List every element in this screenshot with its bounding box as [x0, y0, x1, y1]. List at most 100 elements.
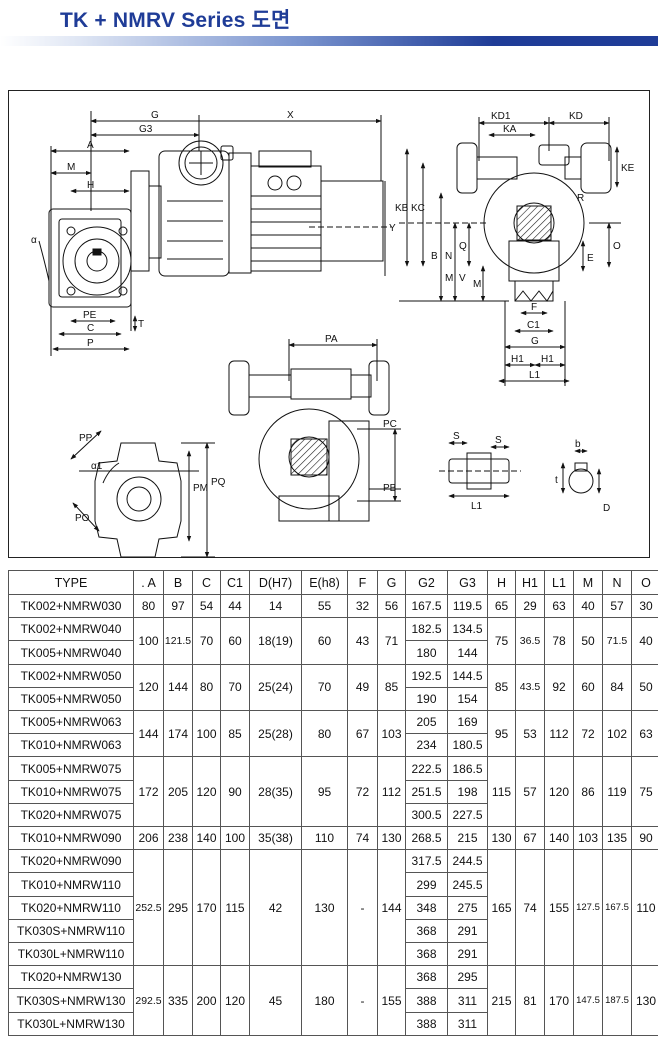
cell-g3: 295 — [447, 965, 488, 990]
cell-n: 57 — [602, 593, 632, 619]
cell-g2: 299 — [405, 872, 448, 897]
cell-type: TK010+NMRW063 — [8, 733, 134, 758]
cell-g: 144 — [377, 849, 406, 967]
label-q: Q — [459, 241, 467, 252]
cell-g2: 388 — [405, 1011, 448, 1037]
cell-h: 95 — [487, 710, 516, 758]
label-r: R — [577, 193, 584, 204]
cell-b: 174 — [163, 710, 193, 758]
cell-e: 110 — [301, 826, 348, 851]
cell-g2: 190 — [405, 686, 448, 712]
technical-drawing: G G3 X A M H α PE C P T Y KD1 KD KA KE K… — [8, 90, 650, 558]
cell-g2: 234 — [405, 733, 448, 758]
cell-o: 110 — [631, 849, 658, 967]
cell-m: 103 — [573, 826, 603, 851]
cell-b: 144 — [163, 663, 193, 712]
cell-l1: 92 — [544, 663, 574, 712]
label-c: C — [87, 323, 94, 334]
cell-type: TK020+NMRW090 — [8, 849, 134, 874]
header-accent-bar — [0, 36, 658, 46]
cell-g3: 275 — [447, 895, 488, 920]
cell-g3: 144 — [447, 640, 488, 665]
cell-m: 127.5 — [573, 849, 603, 967]
label-g: G — [151, 110, 159, 121]
cell-g3: 198 — [447, 779, 488, 804]
cell-c: 120 — [192, 756, 221, 828]
cell-type: TK030L+NMRW130 — [8, 1011, 134, 1037]
label-a: A — [87, 140, 94, 151]
header-col: N — [602, 570, 632, 595]
cell-a: 100 — [133, 617, 164, 665]
cell-g2: 251.5 — [405, 779, 448, 804]
cell-g3: 227.5 — [447, 802, 488, 828]
label-p: P — [87, 338, 94, 349]
cell-h1: 36.5 — [515, 617, 545, 665]
cell-g3: 119.5 — [447, 593, 488, 619]
cell-f: 67 — [347, 710, 378, 758]
cell-c: 100 — [192, 710, 221, 758]
label-s-right: S — [495, 435, 502, 446]
cell-type: TK010+NMRW075 — [8, 779, 134, 804]
cell-c1: 70 — [220, 663, 250, 712]
cell-m: 72 — [573, 710, 603, 758]
header-col: C1 — [220, 570, 250, 595]
cell-e: 95 — [301, 756, 348, 828]
label-ke: KE — [621, 163, 635, 174]
label-b-key: b — [575, 439, 581, 450]
cell-h: 130 — [487, 826, 516, 851]
cell-m: 86 — [573, 756, 603, 828]
cell-g3: 215 — [447, 826, 488, 851]
header-col: L1 — [544, 570, 574, 595]
cell-g: 103 — [377, 710, 406, 758]
cell-a: 292.5 — [133, 965, 164, 1036]
cell-o: 40 — [631, 617, 658, 665]
header-col: C — [192, 570, 221, 595]
label-b: B — [431, 251, 438, 262]
label-s-left: S — [453, 431, 460, 442]
cell-m: 50 — [573, 617, 603, 665]
cell-g2: 368 — [405, 942, 448, 967]
cell-o: 75 — [631, 756, 658, 828]
cell-type: TK010+NMRW110 — [8, 872, 134, 897]
cell-g3: 134.5 — [447, 617, 488, 642]
cell-f: 43 — [347, 617, 378, 665]
cell-b: 97 — [163, 593, 193, 619]
cell-l1: 170 — [544, 965, 574, 1036]
header-col: . A — [133, 570, 164, 595]
cell-o: 63 — [631, 710, 658, 758]
cell-l1: 112 — [544, 710, 574, 758]
cell-c1: 85 — [220, 710, 250, 758]
cell-l1: 140 — [544, 826, 574, 851]
cell-e: 55 — [301, 593, 348, 619]
cell-f: 74 — [347, 826, 378, 851]
cell-h1: 81 — [515, 965, 545, 1036]
cell-h1: 43.5 — [515, 663, 545, 712]
cell-n: 71.5 — [602, 617, 632, 665]
label-n: N — [445, 251, 452, 262]
cell-g2: 182.5 — [405, 617, 448, 642]
label-m2: M — [445, 273, 453, 284]
cell-type: TK020+NMRW075 — [8, 802, 134, 828]
cell-b: 295 — [163, 849, 193, 967]
label-kc: KC — [411, 203, 425, 214]
cell-g3: 291 — [447, 942, 488, 967]
label-l1: L1 — [529, 370, 541, 381]
label-y: Y — [389, 223, 396, 234]
cell-c: 70 — [192, 617, 221, 665]
cell-n: 167.5 — [602, 849, 632, 967]
label-g2: G — [531, 336, 539, 347]
cell-g: 112 — [377, 756, 406, 828]
label-pb: PB — [383, 483, 397, 494]
header-col: H1 — [515, 570, 545, 595]
cell-a: 80 — [133, 593, 164, 619]
cell-h: 115 — [487, 756, 516, 828]
cell-c: 170 — [192, 849, 221, 967]
cell-m: 60 — [573, 663, 603, 712]
